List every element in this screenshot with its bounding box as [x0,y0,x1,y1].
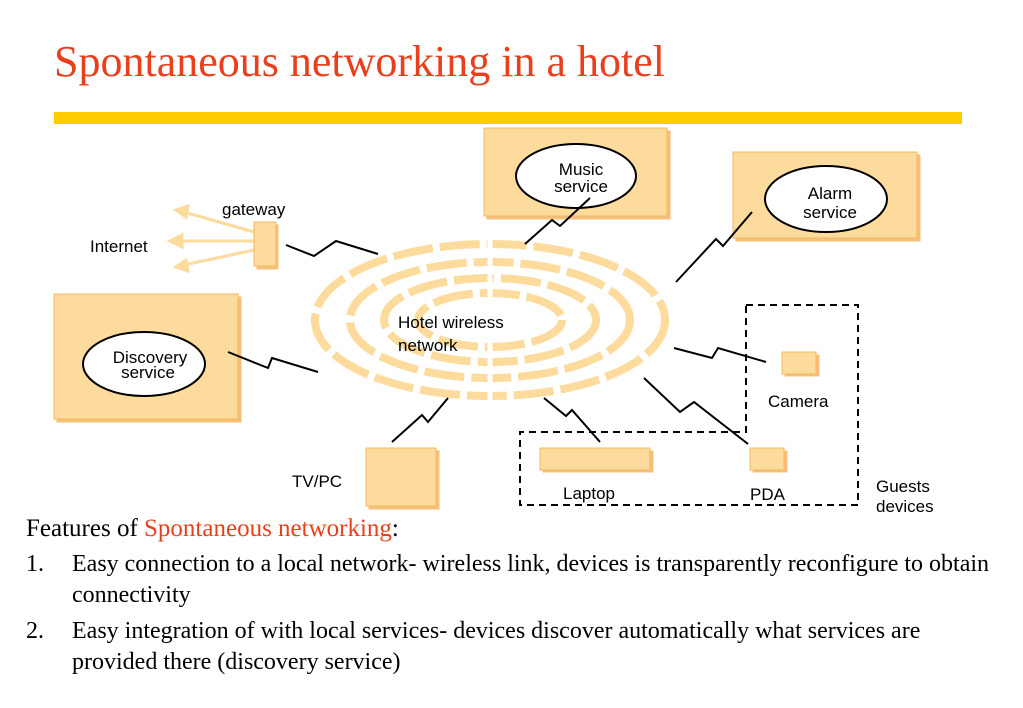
laptop-box[interactable] [539,447,651,471]
features-section: Features of Spontaneous networking: 1. E… [26,514,1006,678]
link-discovery [227,351,319,373]
discovery-service-label-line1: Discovery [113,348,188,367]
tv-pc-box[interactable] [365,447,437,507]
pda-label: PDA [750,485,786,504]
link-alarm [675,211,753,283]
list-item: 1. Easy connection to a local network- w… [26,549,1006,611]
title-rule [54,112,962,124]
link-laptop [543,397,601,443]
alarm-service-label-line2: service [803,203,857,222]
alarm-service-oval[interactable] [764,165,888,233]
features-list: 1. Easy connection to a local network- w… [26,549,1006,678]
gateway-box[interactable] [253,221,277,267]
guests-devices-group [519,304,859,506]
internet-arrows [166,203,255,274]
music-service-label-line2: service [554,177,608,196]
pda-box[interactable] [749,447,785,471]
features-heading-suffix: : [391,515,399,542]
wireless-links [227,197,767,445]
tv-pc-label: TV/PC [292,472,342,491]
hotel-network-diagram: Hotel wireless network gateway Internet … [53,127,934,516]
discovery-service-label-line2: service [121,363,175,382]
link-camera [673,346,767,363]
list-item-text: Easy integration of with local services-… [72,618,921,675]
features-heading-prefix: Features of [26,515,145,542]
alarm-service-label-line1: Alarm [808,184,852,203]
page-title: Spontaneous networking in a hotel [54,37,666,86]
list-item: 2. Easy integration of with local servic… [26,616,1006,678]
camera-box[interactable] [781,351,817,375]
features-heading: Features of Spontaneous networking: [26,514,1006,544]
list-item-number: 2. [26,618,44,644]
guests-devices-label-line2: devices [876,497,934,516]
music-service-label-line1: Music [559,160,604,179]
link-tv [391,397,449,443]
gateway-label: gateway [222,200,286,219]
list-item-number: 1. [26,551,44,577]
link-music [524,197,591,245]
features-heading-highlight: Spontaneous networking [144,515,392,542]
laptop-label: Laptop [563,484,615,503]
internet-label: Internet [90,237,148,256]
guests-devices-label-line1: Guests [876,477,930,496]
network-label-line1: Hotel wireless [398,313,504,332]
network-label-line2: network [398,336,458,355]
link-pda [643,377,749,445]
link-gateway [285,239,379,258]
list-item-text: Easy connection to a local network- wire… [72,551,990,608]
music-service-oval[interactable] [515,143,637,209]
camera-label: Camera [768,392,829,411]
discovery-service-oval[interactable] [82,331,206,397]
